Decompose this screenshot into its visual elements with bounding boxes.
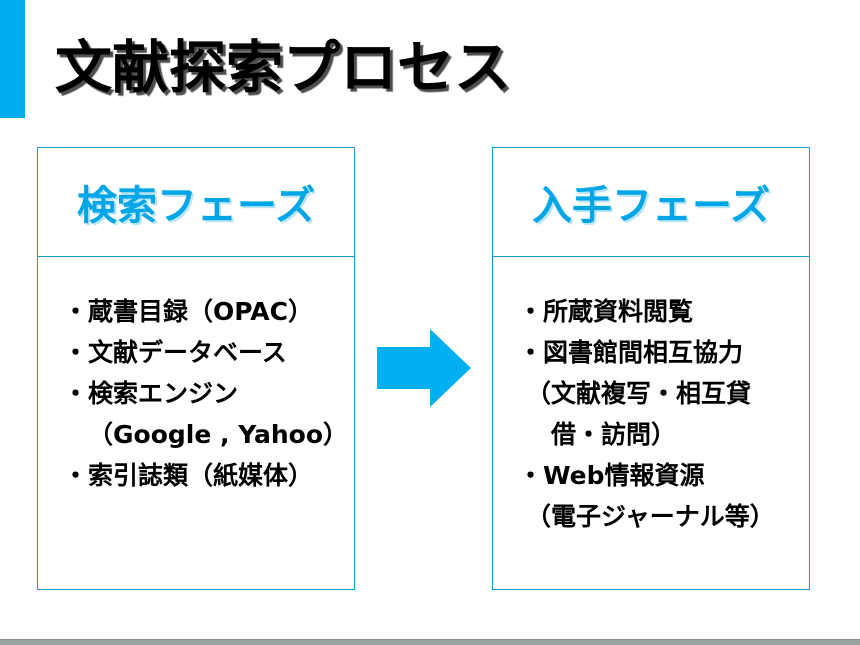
list-item: ・図書館間相互協力 bbox=[518, 338, 744, 367]
bottom-divider-bar bbox=[0, 639, 860, 645]
list-item: （文献複写・相互貸 bbox=[526, 379, 752, 408]
list-item: （電子ジャーナル等） bbox=[526, 502, 775, 531]
search-phase-header: 検索フェーズ bbox=[38, 148, 354, 257]
obtain-phase-list: ・所蔵資料閲覧 ・図書館間相互協力 （文献複写・相互貸 借・訪問） ・Web情報… bbox=[493, 257, 809, 537]
arrow-right-icon bbox=[377, 329, 471, 407]
page-title: 文献探索プロセス bbox=[55, 35, 511, 101]
list-item: 借・訪問） bbox=[551, 420, 677, 449]
obtain-phase-header: 入手フェーズ bbox=[493, 148, 809, 257]
search-phase-list: ・蔵書目録（OPAC） ・文献データベース ・検索エンジン （Google , … bbox=[38, 257, 354, 496]
list-item: ・所蔵資料閲覧 bbox=[518, 297, 694, 326]
search-phase-box: 検索フェーズ ・蔵書目録（OPAC） ・文献データベース ・検索エンジン （Go… bbox=[37, 147, 355, 590]
list-item: ・文献データベース bbox=[63, 338, 287, 367]
obtain-phase-box: 入手フェーズ ・所蔵資料閲覧 ・図書館間相互協力 （文献複写・相互貸 借・訪問）… bbox=[492, 147, 810, 590]
list-item: ・蔵書目録（OPAC） bbox=[63, 297, 313, 326]
list-item: （Google , Yahoo） bbox=[88, 420, 349, 449]
accent-bar bbox=[0, 0, 25, 118]
list-item: ・検索エンジン bbox=[63, 379, 239, 408]
list-item: ・Web情報資源 bbox=[518, 461, 705, 490]
list-item: ・索引誌類（紙媒体） bbox=[63, 461, 314, 490]
